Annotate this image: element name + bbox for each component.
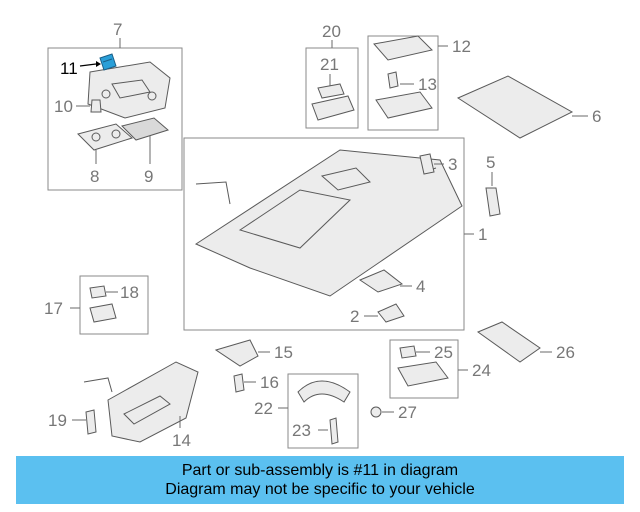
callout-6: 6 (592, 107, 601, 126)
part-5-trim (485, 187, 501, 217)
group-17-box (79, 275, 149, 335)
callout-20: 20 (322, 22, 341, 41)
callout-25: 25 (434, 343, 453, 362)
callout-9: 9 (144, 167, 153, 186)
callout-12: 12 (452, 37, 471, 56)
group-12: 12 13 (367, 35, 471, 131)
callout-26: 26 (556, 343, 575, 362)
callout-23: 23 (292, 421, 311, 440)
group-12-box (367, 35, 439, 131)
group-24-box (389, 339, 459, 399)
part-13-bulb (387, 71, 399, 89)
part-22-grab-handle (297, 380, 351, 403)
group-20: 20 21 (305, 22, 359, 129)
callout-27: 27 (398, 403, 417, 422)
callout-15: 15 (274, 343, 293, 362)
part-11-bulb-icon[interactable] (99, 53, 117, 71)
callout-7: 7 (113, 20, 122, 39)
headliner (194, 149, 463, 297)
part-16: 16 (233, 373, 279, 393)
callout-3: 3 (448, 155, 457, 174)
part-26-trim (476, 321, 541, 363)
group-1: 1 3 4 2 (183, 137, 487, 331)
part-17-holder (89, 303, 117, 323)
callout-18: 18 (120, 283, 139, 302)
banner-line-1: Part or sub-assembly is #11 in diagram (181, 462, 459, 479)
part-23-screw (329, 417, 339, 445)
callout-16: 16 (260, 373, 279, 392)
part-18-clip (89, 285, 107, 299)
part-14: 14 (83, 361, 199, 450)
callout-17: 17 (44, 299, 63, 318)
part-20-lamp (311, 95, 355, 121)
callout-5: 5 (486, 153, 495, 172)
part-12-console (373, 35, 433, 61)
part-3-clip (419, 153, 435, 175)
callout-1: 1 (478, 225, 487, 244)
part-6: 6 (456, 75, 601, 139)
part-9-cover (121, 117, 170, 141)
callout-14: 14 (172, 431, 191, 450)
callout-11[interactable]: 11 (60, 59, 78, 78)
map-lamp-housing (87, 61, 171, 119)
sunroof-opening (238, 189, 352, 249)
part-2-clip (377, 303, 405, 323)
group-7-box (47, 47, 183, 191)
callout-4: 4 (416, 277, 425, 296)
group-17: 17 18 (44, 275, 149, 335)
part-15: 15 (214, 339, 293, 367)
part-21-bulb (317, 83, 345, 99)
callout-21: 21 (320, 55, 339, 74)
part-19: 19 (48, 409, 97, 435)
part-10-clip (90, 99, 102, 113)
visor-mirror (123, 395, 171, 425)
callout-19: 19 (48, 411, 67, 430)
part-26: 26 (476, 321, 575, 363)
part-16-screw (233, 373, 245, 393)
part-info-banner: Part or sub-assembly is #11 in diagram D… (16, 456, 624, 504)
part-27-clip (370, 406, 382, 418)
part-19-screw (85, 409, 97, 435)
callout-8: 8 (90, 167, 99, 186)
group-7: 7 11 10 8 9 (47, 20, 183, 191)
part-5: 5 (485, 153, 501, 217)
part-14-sun-visor (107, 361, 199, 443)
group-22-box (287, 373, 359, 449)
group-24: 24 25 (389, 339, 491, 399)
part-6-pad (456, 75, 574, 139)
callout-22: 22 (254, 399, 273, 418)
callout-13: 13 (418, 75, 437, 94)
part-27: 27 (370, 403, 417, 422)
group-22: 22 23 (254, 373, 359, 449)
part-15-bracket (214, 339, 259, 367)
callout-2: 2 (350, 307, 359, 326)
part-12-lamp-base (375, 91, 433, 119)
callout-24: 24 (472, 361, 491, 380)
banner-line-2: Diagram may not be specific to your vehi… (165, 481, 475, 498)
part-24-bracket (397, 361, 449, 387)
callout-10: 10 (54, 97, 73, 116)
part-25-clip (399, 345, 417, 359)
part-4-pad (358, 269, 404, 293)
